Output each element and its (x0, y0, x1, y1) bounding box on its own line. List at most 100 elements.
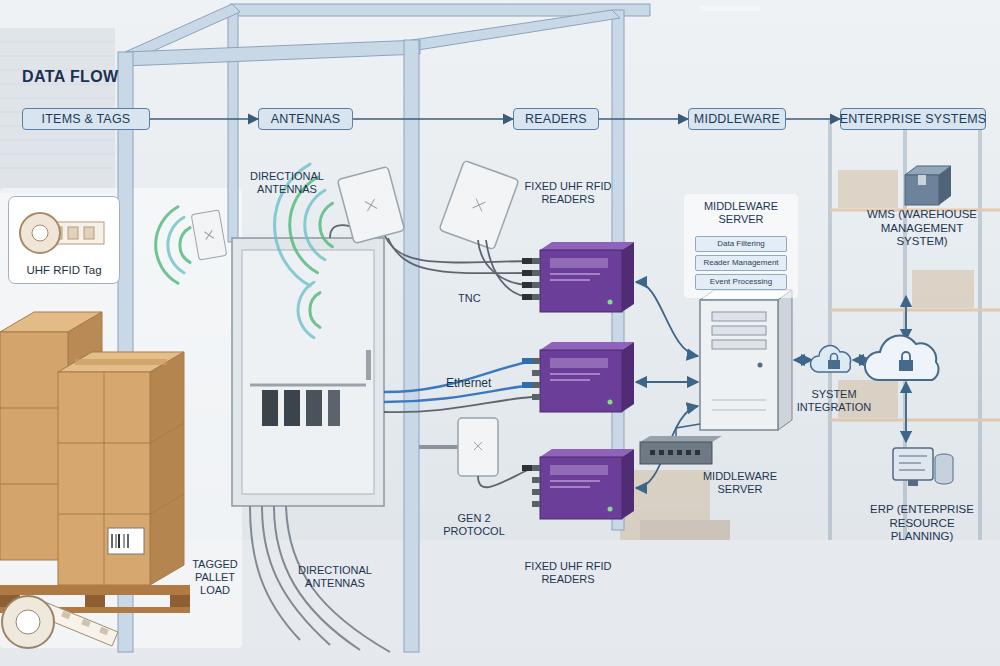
antenna-panels (419, 445, 458, 449)
tagged-pallet (0, 312, 190, 613)
rfid-readers (532, 342, 634, 412)
network-switch (668, 450, 673, 455)
rf-waves (310, 293, 320, 328)
erp-icon (899, 470, 925, 471)
server-tower (700, 300, 778, 430)
function-box: Data Filtering (695, 236, 787, 252)
warehouse-background (640, 520, 730, 540)
control-cabinet (242, 250, 374, 494)
server-tower (712, 326, 766, 335)
warehouse-background (830, 309, 1000, 312)
secure-cloud-icon (810, 346, 850, 372)
server-tower (712, 400, 766, 401)
tag-roll-icon (68, 227, 78, 239)
warehouse-background (0, 56, 115, 57)
network-switch (695, 450, 700, 455)
erp-icon (893, 448, 933, 480)
node-text: Data Filtering (717, 239, 765, 248)
antenna-panels (337, 166, 404, 243)
warehouse-background (838, 170, 898, 208)
antenna-cables (522, 270, 532, 276)
antenna-panels (439, 160, 519, 249)
antenna-panels (204, 230, 213, 239)
warehouse-background (838, 380, 898, 418)
network-switch (650, 450, 655, 455)
secure-cloud-icon (902, 352, 910, 360)
warehouse-background (0, 168, 115, 169)
server-tower (712, 410, 766, 411)
erp-icon (908, 480, 918, 486)
tagged-pallet (108, 528, 144, 554)
node-text: Event Processing (710, 277, 772, 286)
warehouse-background (0, 154, 115, 155)
antenna-cables (522, 258, 532, 264)
network-switch (677, 450, 682, 455)
tagged-pallet (150, 423, 184, 443)
antenna-cables (522, 282, 532, 288)
secure-cloud-icon (899, 360, 913, 371)
flow-step-box: READERS (513, 108, 599, 130)
function-box: Event Processing (695, 274, 787, 290)
antenna-panels (191, 210, 227, 260)
rf-waves (290, 177, 318, 273)
flow-arrow (786, 118, 840, 120)
secure-cloud-icon (810, 336, 938, 380)
network-switch (640, 436, 722, 442)
warehouse-background (828, 120, 832, 540)
tag-roll (99, 627, 109, 636)
wms-icon (939, 166, 951, 205)
antenna-panels (473, 199, 486, 212)
warehouse-background (912, 270, 974, 308)
rfid-readers (532, 242, 634, 519)
antenna-panels (439, 160, 519, 249)
wms-icon (918, 175, 926, 185)
secure-cloud-icon (831, 354, 838, 360)
antenna-cables (478, 240, 532, 285)
control-cabinet (262, 390, 278, 426)
tag-roll (2, 596, 118, 648)
rfid-readers (532, 242, 634, 312)
tagged-pallet (85, 595, 105, 607)
control-cabinet (232, 225, 390, 652)
warehouse-background (0, 140, 115, 141)
antenna-panels (191, 210, 227, 260)
tagged-pallet (150, 494, 184, 514)
network-switch (659, 450, 664, 455)
secure-cloud-icon (828, 360, 840, 369)
antenna-panels (474, 442, 482, 450)
node-text: READERS (525, 112, 587, 126)
network-switch (640, 424, 722, 464)
control-cabinet (328, 390, 340, 426)
network-switch (686, 450, 691, 455)
control-cabinet (274, 506, 360, 650)
antenna-panels (458, 418, 498, 476)
warehouse-background (0, 70, 115, 71)
tag-roll (2, 596, 54, 648)
control-cabinet (284, 390, 300, 426)
server-tower (778, 290, 792, 430)
integration-links (905, 382, 907, 442)
node-text: ANTENNAS (271, 112, 341, 126)
flow-arrow (599, 118, 688, 120)
rf-waves (180, 228, 190, 263)
rf-waves (298, 282, 314, 337)
tagged-pallet (104, 372, 105, 585)
reader-server-arrows (636, 381, 698, 383)
tagged-pallet (150, 352, 184, 585)
function-box: Reader Management (695, 255, 787, 271)
portal-frame (125, 40, 420, 66)
tag-callout-box: UHF RFID Tag (8, 196, 120, 284)
antenna-panels (337, 166, 404, 243)
wms-icon (905, 166, 951, 205)
rf-waves (168, 217, 184, 273)
tag-roll-icon (20, 213, 60, 253)
antenna-cables (522, 294, 532, 300)
tag-roll (81, 619, 91, 628)
portal-frame (404, 40, 419, 652)
flow-step-box: ANTENNAS (258, 108, 353, 130)
tag-roll-icon (20, 213, 104, 253)
network-switch (676, 424, 700, 436)
antenna-cables (385, 236, 532, 263)
